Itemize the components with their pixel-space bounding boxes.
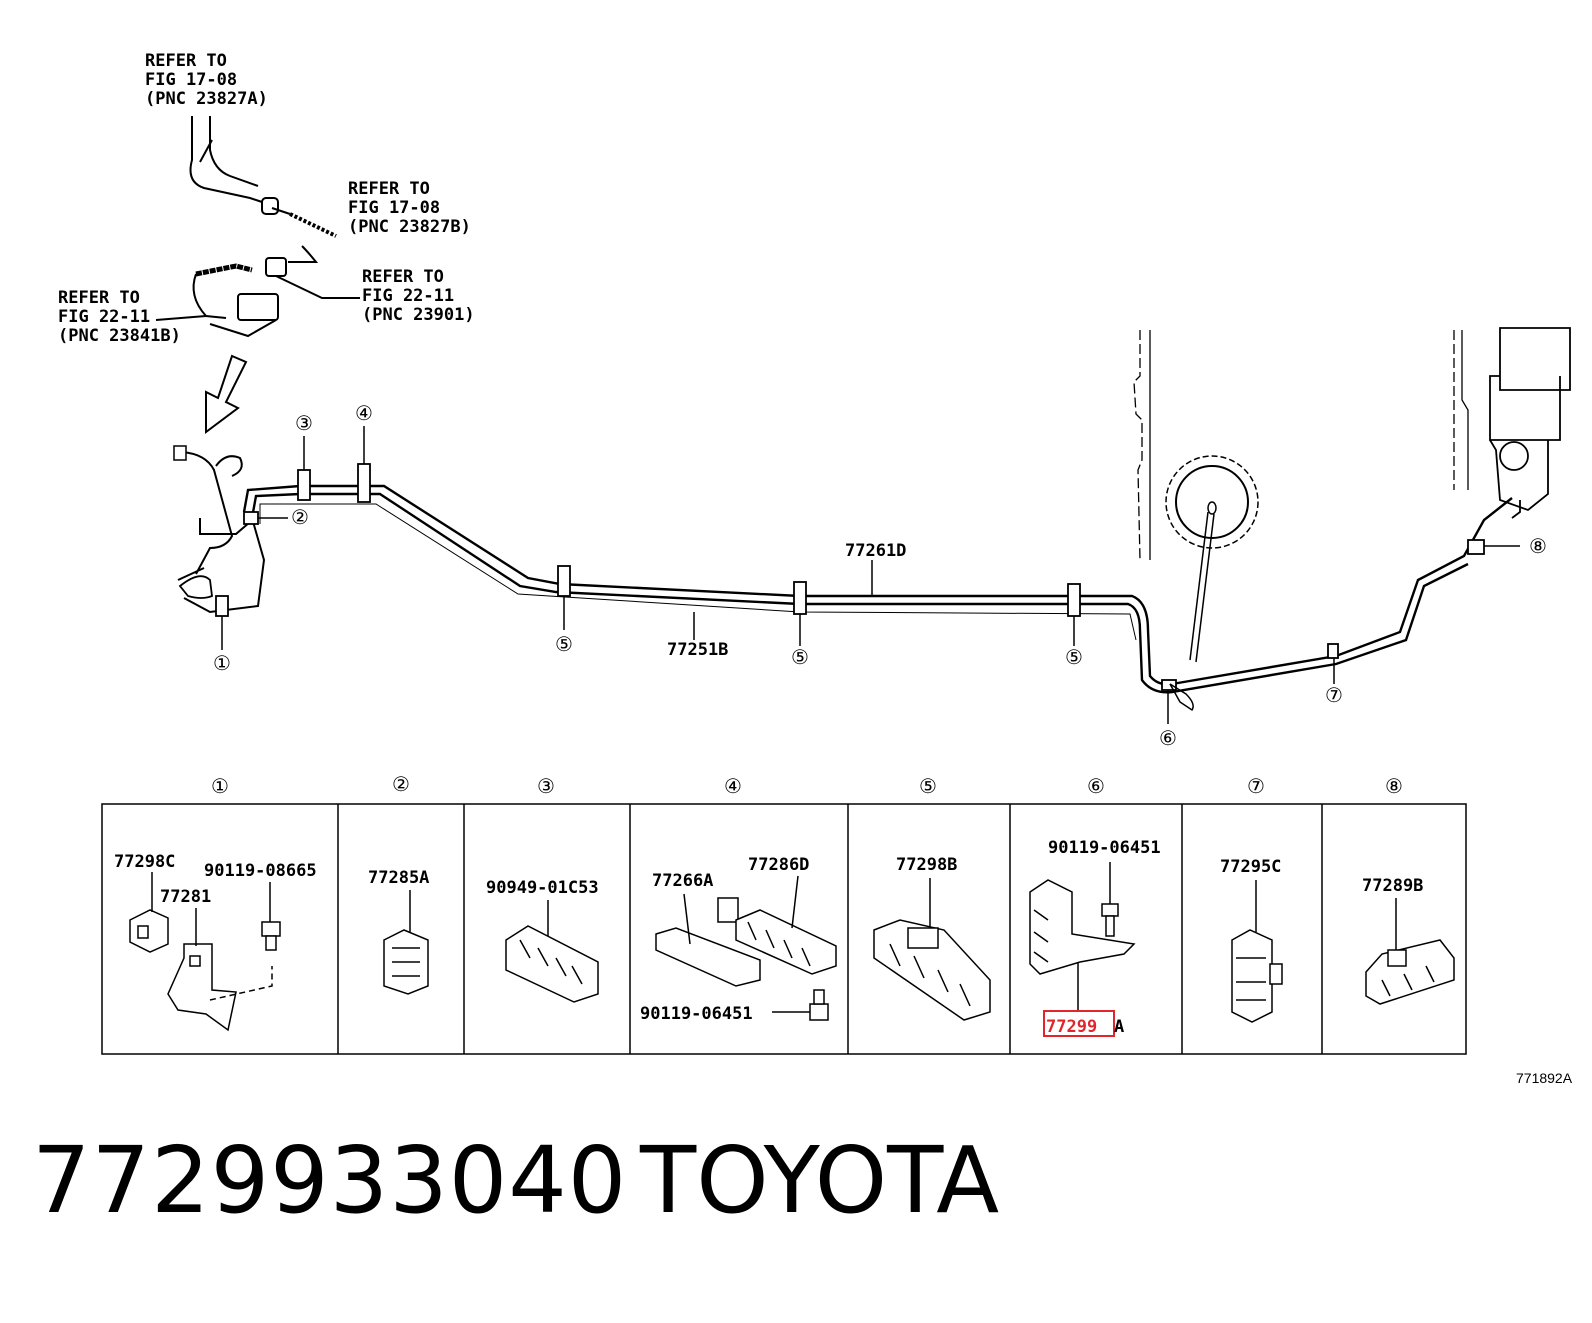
clip-77289b-drawing [1365, 898, 1455, 1005]
table-headers: ① ② ③ ④ ⑤ ⑥ ⑦ ⑧ [211, 772, 1403, 798]
clip-77298c-drawing [129, 872, 169, 953]
ref-top-line3: (PNC 23827A) [145, 89, 268, 109]
table-header-2: ② [392, 772, 410, 796]
part-label-77298c: 77298C [114, 852, 175, 872]
clamp-num-6: ⑥ [1159, 726, 1177, 750]
clip-77298b-drawing [873, 878, 991, 1021]
part-label-77289b: 77289B [1362, 876, 1423, 896]
clip-90949-01c53-drawing [505, 900, 599, 1003]
part-label-77266a: 77266A [652, 871, 713, 891]
clamp-num-3: ③ [295, 411, 313, 435]
clamp-markers [215, 463, 1485, 691]
direction-arrow [205, 354, 248, 434]
bolt-90119-06451-b-drawing [1101, 862, 1119, 937]
vehicle-body-outline [1133, 330, 1469, 561]
table-header-5: ⑤ [919, 774, 937, 798]
part-label-77298b: 77298B [896, 855, 957, 875]
clamp-num-1: ① [213, 651, 231, 675]
clip-77285a-drawing [383, 890, 429, 995]
clamp-number-labels: ① ② ③ ④ ⑤ ⑤ ⑤ ⑥ ⑦ ⑧ [213, 401, 1547, 750]
ref-callout-right: REFER TO FIG 22-11 (PNC 23901) [362, 267, 475, 325]
table-header-4: ④ [724, 774, 742, 798]
clip-77295c-drawing [1231, 880, 1283, 1023]
ref-mid-line1: REFER TO [348, 179, 430, 199]
clamp-leaders [221, 426, 1520, 724]
clip-77286d-drawing [717, 875, 837, 975]
part-label-77295c: 77295C [1220, 857, 1281, 877]
ref-callout-left: REFER TO FIG 22-11 (PNC 23841B) [58, 288, 181, 346]
part-number: 7729933040 [32, 1127, 628, 1234]
canister-drawing [1489, 327, 1571, 519]
clamp-num-8: ⑧ [1529, 534, 1547, 558]
table-header-1: ① [211, 774, 229, 798]
hose-assembly-drawing [155, 116, 360, 338]
label-77251b: 77251B [667, 640, 728, 660]
part-label-90119-08665: 90119-08665 [204, 861, 317, 881]
ref-left-line2: FIG 22-11 [58, 307, 150, 327]
ref-top-line2: FIG 17-08 [145, 70, 237, 90]
bracket-77299a-drawing [1029, 879, 1136, 1010]
clamp-num-5c: ⑤ [1065, 645, 1083, 669]
brand-name: TOYOTA [640, 1127, 1000, 1234]
cell-7: 77295C [1220, 857, 1283, 1023]
cell-8: 77289B [1362, 876, 1455, 1005]
part-label-77299-suffix: A [1114, 1017, 1124, 1037]
fuel-line-drawing [177, 451, 1513, 694]
cell-3: 90949-01C53 [486, 878, 599, 1003]
ref-right-line3: (PNC 23901) [362, 305, 475, 325]
highlight-box [1043, 1010, 1115, 1037]
ref-left-line3: (PNC 23841B) [58, 326, 181, 346]
bolt-90119-06451-a-drawing [772, 989, 829, 1021]
part-label-90949-01c53: 90949-01C53 [486, 878, 599, 898]
bolt-90119-08665-drawing [261, 882, 281, 951]
ref-callout-top: REFER TO FIG 17-08 (PNC 23827A) [145, 51, 268, 109]
clamp-num-2: ② [291, 505, 309, 529]
ref-right-line1: REFER TO [362, 267, 444, 287]
part-label-77299-highlight: 77299 [1046, 1017, 1097, 1037]
cell-6: 90119-06451 77299 A [1029, 838, 1161, 1037]
ref-top-line1: REFER TO [145, 51, 227, 71]
ref-mid-line2: FIG 17-08 [348, 198, 440, 218]
table-header-6: ⑥ [1087, 774, 1105, 798]
ref-mid-line3: (PNC 23827B) [348, 217, 471, 237]
clamp-num-5a: ⑤ [555, 632, 573, 656]
detail-table [101, 803, 1467, 1055]
clamp-num-5b: ⑤ [791, 645, 809, 669]
table-header-8: ⑧ [1385, 774, 1403, 798]
part-label-90119-06451-a: 90119-06451 [640, 1004, 753, 1024]
table-header-7: ⑦ [1247, 774, 1265, 798]
cell-2: 77285A [368, 868, 429, 995]
figure-id: 771892A [1516, 1070, 1573, 1086]
bracket-77281-drawing [167, 908, 273, 1032]
part-label-77281: 77281 [160, 887, 211, 907]
cell-4: 77266A 77286D 90119-06451 [640, 855, 837, 1024]
cell-1: 77298C 90119-08665 77281 [114, 852, 317, 1032]
table-header-3: ③ [537, 774, 555, 798]
clamp-num-4: ④ [355, 401, 373, 425]
ref-left-line1: REFER TO [58, 288, 140, 308]
clamp-num-7: ⑦ [1325, 683, 1343, 707]
part-label-90119-06451-b: 90119-06451 [1048, 838, 1161, 858]
part-label-77285a: 77285A [368, 868, 429, 888]
part-label-77286d: 77286D [748, 855, 809, 875]
ref-callout-mid: REFER TO FIG 17-08 (PNC 23827B) [348, 179, 471, 237]
cell-5: 77298B [873, 855, 991, 1021]
filler-neck-drawing [1165, 455, 1259, 712]
label-77261d: 77261D [845, 541, 906, 561]
clip-77266a-drawing [655, 893, 761, 987]
ref-right-line2: FIG 22-11 [362, 286, 454, 306]
